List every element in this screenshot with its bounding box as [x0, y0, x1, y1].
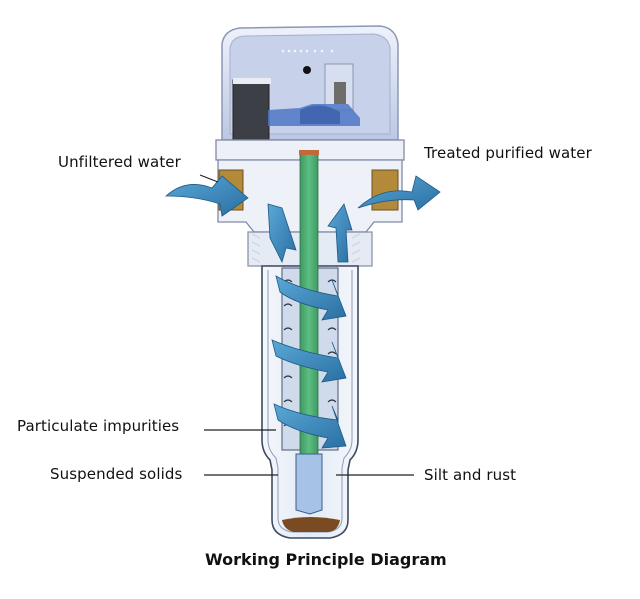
diagram-caption: Working Principle Diagram	[205, 550, 447, 569]
spiral-arrow-2-icon	[271, 339, 347, 383]
label-silt-and-rust: Silt and rust	[424, 466, 517, 484]
indicator-lights	[281, 49, 334, 53]
inlet-arrow-icon	[164, 175, 249, 217]
label-suspended-solids: Suspended solids	[50, 465, 183, 483]
upflow-arrow-right-icon	[327, 203, 353, 263]
label-unfiltered-water: Unfiltered water	[58, 153, 181, 171]
label-treated-purified-water: Treated purified water	[424, 144, 592, 162]
leader-lines	[199, 174, 414, 476]
battery-compartment	[232, 79, 270, 143]
downflow-arrow-left-icon	[267, 203, 297, 264]
flow-arrows	[164, 175, 441, 449]
outlet-arrow-icon	[357, 175, 441, 211]
label-particulate-impurities: Particulate impurities	[17, 417, 180, 435]
spiral-arrow-3-icon	[273, 403, 347, 449]
valve-assembly	[268, 63, 360, 126]
outlet-brass-port	[371, 169, 399, 211]
sediment-layer	[282, 517, 340, 532]
spiral-arrow-1-icon	[275, 275, 347, 321]
filter-head	[221, 25, 399, 143]
sensor-dot	[303, 66, 311, 74]
